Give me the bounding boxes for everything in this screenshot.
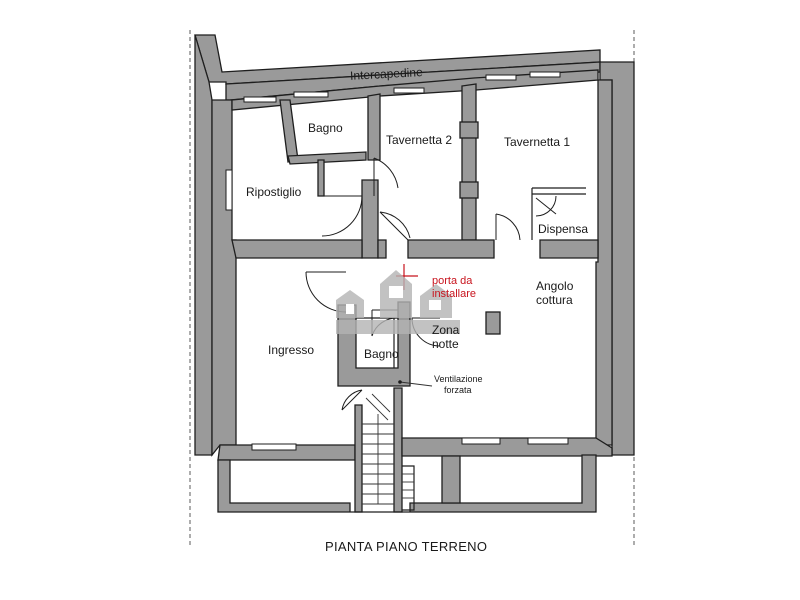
window-bottom-2 bbox=[461, 437, 501, 445]
window-top-3 bbox=[393, 87, 425, 94]
annotation-porta-da: porta da bbox=[432, 275, 473, 287]
label-cottura: cottura bbox=[536, 293, 573, 307]
tavernetta2-left-wall bbox=[367, 93, 381, 161]
kitchen-pillar bbox=[485, 311, 501, 335]
right-wall-inner bbox=[595, 79, 613, 446]
annotations: porta da installare Ventilazione forzata bbox=[432, 275, 483, 395]
label-angolo: Angolo bbox=[536, 279, 574, 293]
label-tavernetta-2: Tavernetta 2 bbox=[386, 133, 452, 147]
stair-left-wall bbox=[354, 404, 363, 513]
door-tavernetta2 bbox=[373, 157, 399, 196]
bagno-top-left-wall bbox=[279, 99, 299, 163]
label-bagno-top: Bagno bbox=[308, 121, 343, 135]
annotation-installare: installare bbox=[432, 288, 476, 300]
watermark-logo-cutouts bbox=[346, 286, 441, 314]
bagno-top-bottom-wall bbox=[287, 151, 367, 165]
door-tavernetta1 bbox=[495, 213, 521, 241]
ventilazione-point bbox=[398, 380, 402, 384]
label-tavernetta-1: Tavernetta 1 bbox=[504, 135, 570, 149]
ripostiglio-bottom-wall bbox=[231, 239, 363, 259]
middle-horizontal-wall bbox=[407, 239, 495, 259]
windows bbox=[225, 71, 569, 451]
window-bottom-1 bbox=[251, 443, 297, 451]
walls bbox=[194, 34, 635, 513]
annotation-ventilazione: Ventilazione bbox=[434, 374, 483, 384]
dispensa-wall bbox=[531, 187, 586, 240]
window-top-4 bbox=[485, 74, 517, 81]
door-jamb-left bbox=[377, 239, 387, 259]
ripostiglio-right-wall bbox=[361, 179, 379, 259]
lower-outer-strip bbox=[217, 454, 597, 513]
label-bagno-bottom: Bagno bbox=[364, 347, 399, 361]
door-stair bbox=[341, 389, 363, 411]
lower-mid-pier bbox=[441, 455, 461, 504]
tavernetta-divider-wall bbox=[461, 83, 477, 241]
window-bottom-3 bbox=[527, 437, 569, 445]
label-zona: Zona bbox=[432, 323, 460, 337]
door-corridor bbox=[379, 211, 411, 241]
annotation-forzata: forzata bbox=[444, 385, 472, 395]
label-ripostiglio: Ripostiglio bbox=[246, 185, 302, 199]
label-dispensa: Dispensa bbox=[538, 222, 588, 236]
stair-right-wall bbox=[393, 387, 403, 513]
room-labels: Intercapedine Bagno Tavernetta 2 Taverne… bbox=[246, 65, 588, 361]
window-top-5 bbox=[529, 71, 561, 78]
left-wall-inner bbox=[211, 99, 237, 457]
staircase bbox=[362, 393, 415, 511]
stair-landing bbox=[402, 465, 415, 511]
window-top-1 bbox=[243, 96, 277, 103]
column-b bbox=[459, 181, 479, 199]
label-intercapedine: Intercapedine bbox=[350, 65, 424, 83]
bottom-wall-right bbox=[401, 437, 613, 457]
window-top-2 bbox=[293, 91, 329, 98]
ventilazione-leader-line bbox=[399, 381, 433, 387]
window-left-1 bbox=[225, 169, 233, 211]
door-ripostiglio bbox=[321, 195, 363, 237]
door-dispensa bbox=[535, 195, 557, 217]
left-outer-wall bbox=[194, 34, 213, 456]
label-notte: notte bbox=[432, 337, 459, 351]
drawing-title: PIANTA PIANO TERRENO bbox=[325, 539, 487, 554]
stair-landing-treads bbox=[402, 473, 414, 499]
bagno-top-right-post bbox=[317, 159, 325, 197]
column-a bbox=[459, 121, 479, 139]
middle-horizontal-wall-right bbox=[539, 239, 599, 259]
label-ingresso: Ingresso bbox=[268, 343, 314, 357]
